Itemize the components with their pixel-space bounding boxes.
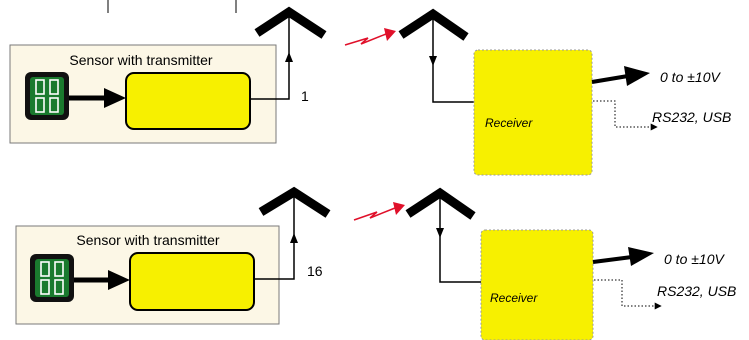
sensor-label: Sensor with transmitter: [76, 232, 219, 248]
sensor-to-transmitter-arrowhead: [108, 270, 130, 290]
analog-output-label: 0 to ±10V: [664, 251, 725, 267]
channel-number: 16: [307, 263, 323, 279]
analog-output-label: 0 to ±10V: [660, 69, 721, 85]
channel-number: 1: [301, 88, 309, 104]
receiver-antenna-wire: [432, 16, 474, 103]
system-1: Sensor with transmitter 1 R: [9, 6, 731, 176]
receiver-box: [473, 49, 593, 176]
analog-output-arrowhead: [628, 247, 654, 266]
system-2: Sensor with transmitter 16: [15, 186, 736, 340]
receiver-wire-down-arrowhead: [436, 228, 444, 238]
digital-output-line: [593, 100, 658, 131]
receiver-antenna-icon: [405, 187, 476, 220]
wireless-signal-arrowhead: [384, 28, 396, 41]
sensor-label: Sensor with transmitter: [69, 52, 212, 68]
receiver-antenna-wire: [439, 195, 481, 283]
analog-output-arrow: [592, 255, 633, 264]
digital-output-line: [594, 279, 662, 310]
sensor-to-transmitter-arrowhead: [104, 88, 126, 108]
receiver-box: [480, 229, 594, 340]
receiver-label: Receiver: [485, 116, 533, 130]
receiver-wire-down-arrowhead: [429, 56, 437, 66]
wireless-signal-icon: [344, 33, 387, 46]
transmitter-antenna-icon: [254, 6, 327, 39]
transmitter-box: [129, 252, 255, 311]
sensor-element: [30, 254, 74, 302]
receiver-label: Receiver: [490, 291, 538, 305]
digital-output-label: RS232, USB: [657, 283, 736, 299]
sensor-element: [25, 72, 69, 120]
transmitter-antenna-wire: [250, 55, 290, 100]
wireless-signal-arrowhead: [393, 202, 405, 215]
transmitter-antenna-icon: [258, 186, 331, 218]
receiver-antenna-icon: [398, 8, 469, 41]
wireless-signal-icon: [353, 207, 396, 221]
digital-output-label: RS232, USB: [652, 109, 731, 125]
analog-output-arrowhead: [624, 66, 650, 86]
transmitter-antenna-wire: [254, 236, 295, 280]
analog-output-arrow: [591, 74, 629, 84]
transmitter-box: [125, 72, 251, 130]
